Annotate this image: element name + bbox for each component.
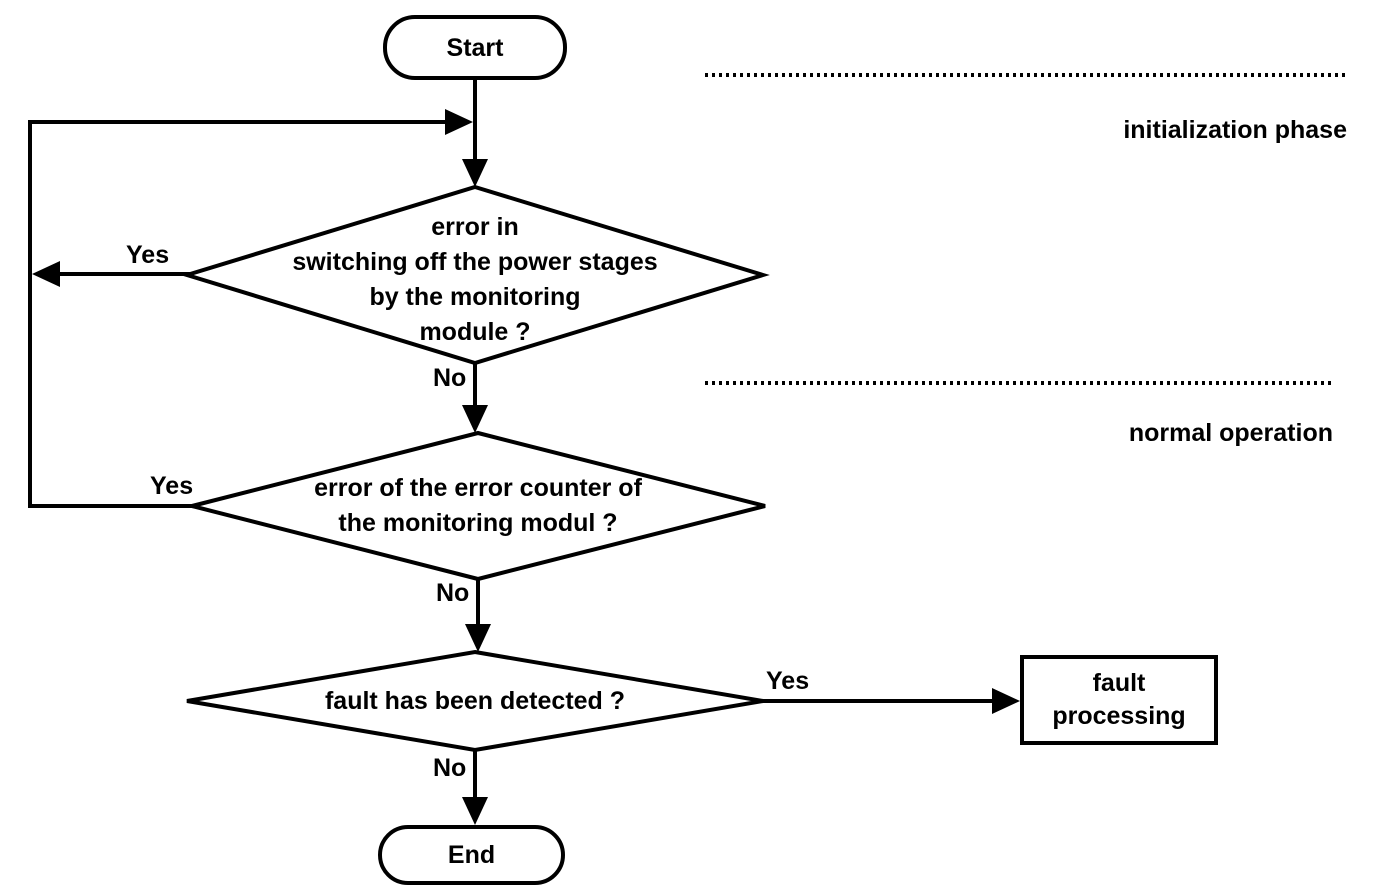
arrowhead-into-decision3 xyxy=(465,624,491,652)
arrowhead-into-fault-processing xyxy=(992,688,1020,714)
decision1-no-label: No xyxy=(433,364,467,392)
decision2-label: error of the error counter of the monito… xyxy=(314,474,642,537)
arrowhead-into-decision2 xyxy=(462,405,488,433)
decision1-yes-label: Yes xyxy=(126,241,170,269)
arrowhead-loop-return xyxy=(445,109,473,135)
fault-processing-shape xyxy=(1020,655,1218,745)
end-node-shape xyxy=(378,825,565,885)
arrowhead-into-end xyxy=(462,797,488,825)
decision3-shape xyxy=(186,649,764,753)
decision3-no-label: No xyxy=(433,754,467,782)
end-label: End xyxy=(447,841,496,869)
fault-processing-label: fault processing xyxy=(1052,669,1186,730)
decision3-label: fault has been detected ? xyxy=(324,687,626,715)
decision1-label: error in switching off the power stages … xyxy=(292,213,658,346)
initialization-phase-label: initialization phase xyxy=(1123,116,1347,144)
decision2-yes-label: Yes xyxy=(150,472,194,500)
decision2-no-label: No xyxy=(436,579,470,607)
normal-operation-label: normal operation xyxy=(1128,419,1333,447)
decision1-shape xyxy=(180,184,770,366)
decision3-yes-label: Yes xyxy=(766,667,810,695)
decision2-shape xyxy=(191,430,766,582)
arrowhead-decision1-yes xyxy=(32,261,60,287)
arrowhead-into-decision1 xyxy=(462,159,488,187)
start-label: Start xyxy=(446,33,504,62)
start-node-shape xyxy=(383,15,567,80)
